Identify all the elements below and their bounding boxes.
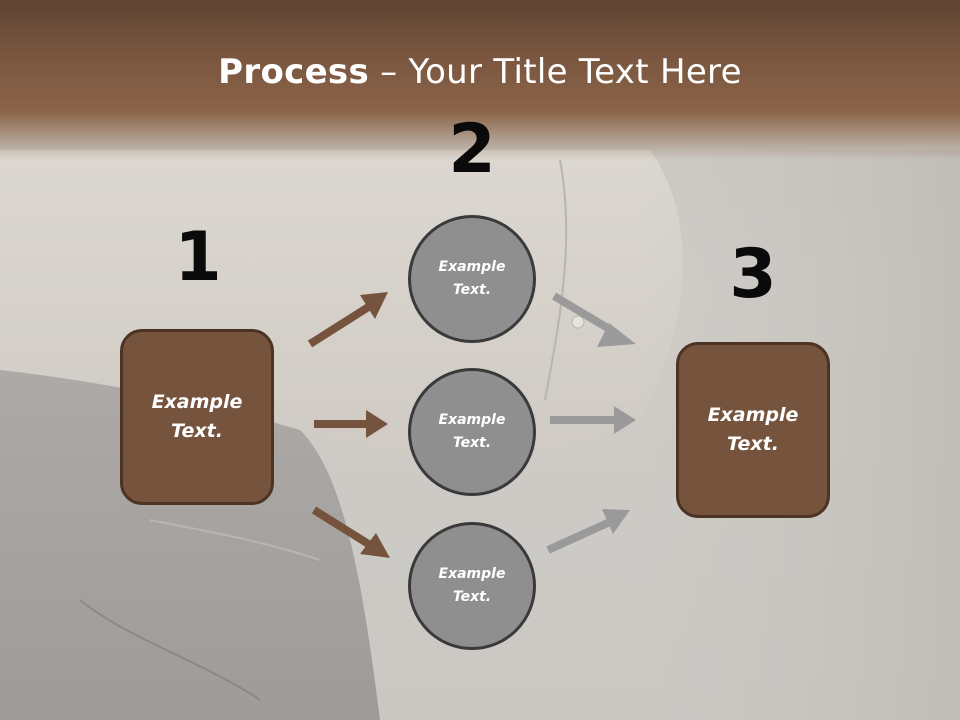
circle-bottom-text-line2: Text. <box>452 589 492 605</box>
circle-middle-text-line1: Example <box>438 412 506 428</box>
circle-bottom-text-line1: Example <box>438 566 506 582</box>
step-number-1: 1 <box>174 218 222 297</box>
arrow-bottom-to-3 <box>546 517 614 554</box>
circle-top-text-line1: Example <box>438 259 506 275</box>
title-rest: – Your Title Text Here <box>369 52 742 92</box>
step-1-box: Example Text. <box>120 329 274 505</box>
step-1-text-line2: Text. <box>171 420 223 442</box>
step-3-text-line2: Text. <box>727 433 779 455</box>
step-3-box: Example Text. <box>676 342 830 518</box>
step-2-circle-middle: Example Text. <box>408 368 536 496</box>
step-2-circle-top: Example Text. <box>408 215 536 343</box>
arrow-1-to-top <box>307 302 373 348</box>
header-band <box>0 0 960 160</box>
circle-middle-text-line2: Text. <box>452 435 492 451</box>
step-number-3: 3 <box>729 235 777 314</box>
arrow-1-to-bottom <box>311 506 373 549</box>
step-3-text-line1: Example <box>707 404 799 426</box>
slide-title: Process – Your Title Text Here <box>0 52 960 92</box>
arrow-top-to-3 <box>551 292 619 337</box>
step-number-2: 2 <box>448 110 496 189</box>
circle-top-text-line2: Text. <box>452 282 492 298</box>
title-bold: Process <box>218 52 370 92</box>
step-2-circle-bottom: Example Text. <box>408 522 536 650</box>
step-1-text-line1: Example <box>151 391 243 413</box>
